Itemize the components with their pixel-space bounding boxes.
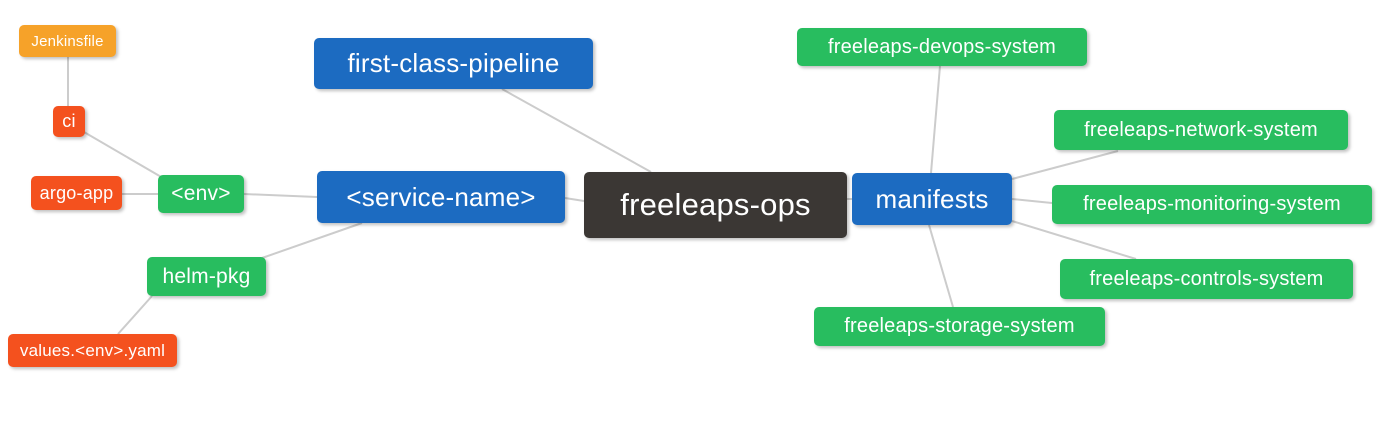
node-values-env-yaml[interactable]: values.<env>.yaml	[8, 334, 177, 367]
edge-env-service-name	[243, 193, 318, 198]
edge-manifests-devops-system	[930, 65, 941, 174]
node-freeleaps-devops-system[interactable]: freeleaps-devops-system	[797, 28, 1087, 66]
node-freeleaps-controls-system[interactable]: freeleaps-controls-system	[1060, 259, 1353, 299]
node-argo-app[interactable]: argo-app	[31, 176, 122, 210]
edge-manifests-monitoring-system	[1011, 198, 1053, 204]
node-env[interactable]: <env>	[158, 175, 244, 213]
node-freeleaps-storage-system[interactable]: freeleaps-storage-system	[814, 307, 1105, 346]
edge-first-class-pipeline-freeleaps-ops	[501, 88, 652, 173]
edge-manifests-controls-system	[1011, 220, 1137, 260]
node-helm-pkg[interactable]: helm-pkg	[147, 257, 266, 296]
edge-service-name-freeleaps-ops	[564, 197, 585, 202]
node-manifests[interactable]: manifests	[852, 173, 1012, 225]
node-jenkinsfile[interactable]: Jenkinsfile	[19, 25, 116, 57]
node-ci[interactable]: ci	[53, 106, 85, 137]
edge-manifests-network-system	[1011, 150, 1119, 180]
node-freeleaps-network-system[interactable]: freeleaps-network-system	[1054, 110, 1348, 150]
node-service-name[interactable]: <service-name>	[317, 171, 565, 223]
edge-helm-pkg-service-name	[261, 222, 363, 259]
edge-ci-env	[83, 131, 164, 179]
edge-manifests-storage-system	[928, 224, 954, 308]
node-freeleaps-monitoring-system[interactable]: freeleaps-monitoring-system	[1052, 185, 1372, 224]
edge-values-env-yaml-helm-pkg	[117, 295, 153, 335]
node-freeleaps-ops-root[interactable]: freeleaps-ops	[584, 172, 847, 238]
node-first-class-pipeline[interactable]: first-class-pipeline	[314, 38, 593, 89]
